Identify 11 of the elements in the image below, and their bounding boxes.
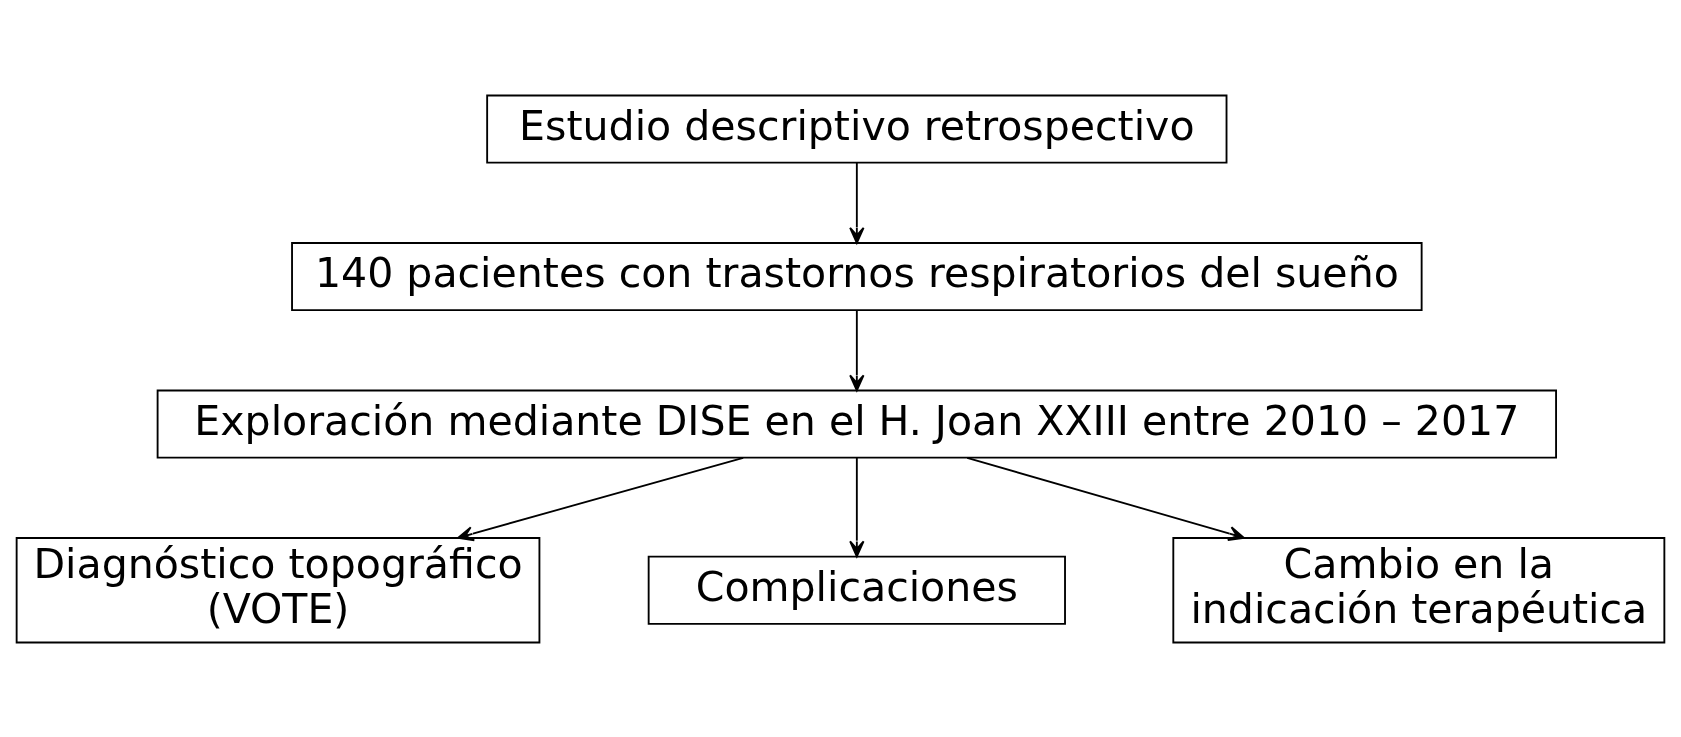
node-box: Cambio en la indicación terapéutica (1172, 536, 1666, 643)
arrow (457, 456, 745, 541)
node-box: 140 pacientes con trastornos respiratorios del sueño (291, 241, 1423, 311)
arrow (849, 456, 865, 557)
node-box: Estudio descriptivo retrospectivo (486, 94, 1228, 164)
arrow (849, 161, 865, 244)
arrow (849, 308, 865, 391)
arrow (966, 456, 1245, 541)
node-box: Diagnóstico topográfico (VOTE) (15, 536, 541, 643)
node-box: Complicaciones (647, 555, 1066, 625)
node-box: Exploración mediante DISE en el H. Joan XXIII entre 2010 – 2017 (156, 389, 1557, 459)
